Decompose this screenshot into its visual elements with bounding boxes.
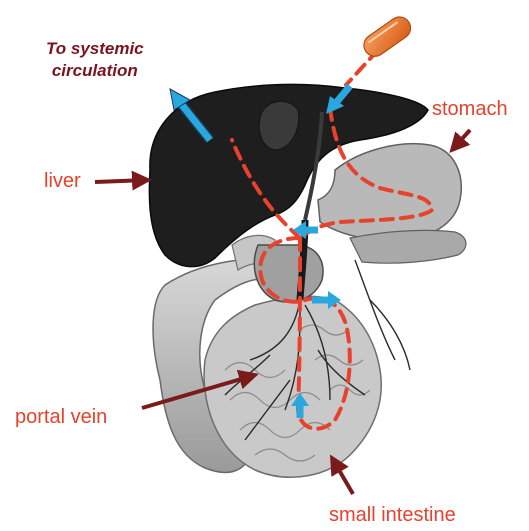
pancreas xyxy=(350,230,466,263)
systemic-circulation-line-1: To systemic xyxy=(46,38,144,60)
stomach-label: stomach xyxy=(432,98,508,121)
stomach-pointer-arrow xyxy=(452,130,470,150)
capsule-pill-icon xyxy=(360,13,415,61)
small-intestine-label: small intestine xyxy=(329,504,456,527)
systemic-circulation-line-2: circulation xyxy=(46,60,144,82)
small-intestine-pointer-arrow xyxy=(332,458,353,494)
liver-label: liver xyxy=(44,170,81,193)
portal-vein-label: portal vein xyxy=(15,406,107,429)
liver-pointer-arrow xyxy=(95,180,148,182)
systemic-circulation-label: To systemic circulation xyxy=(46,38,144,82)
